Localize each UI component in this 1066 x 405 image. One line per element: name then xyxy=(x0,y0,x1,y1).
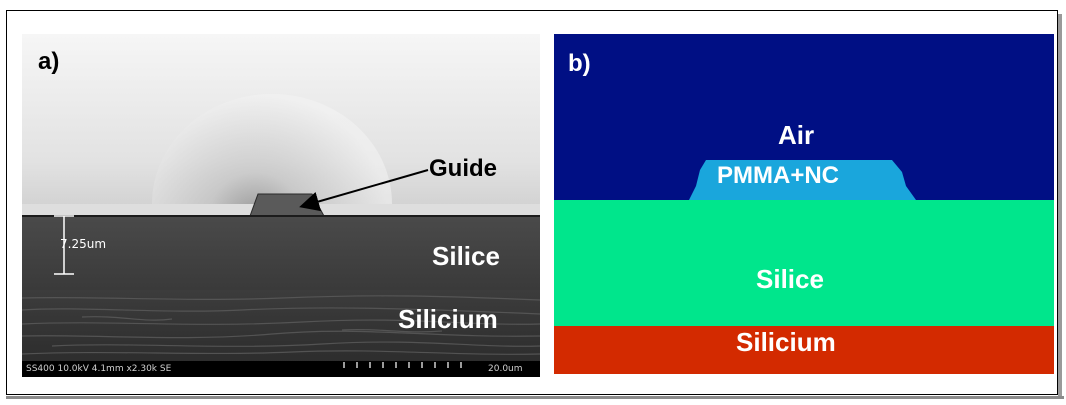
thickness-marker xyxy=(54,215,74,275)
sem-cleave-texture xyxy=(22,295,540,355)
thickness-label: 7.25um xyxy=(60,237,107,251)
air-label: Air xyxy=(778,120,815,150)
sem-waveguide xyxy=(249,193,325,217)
panel-b-silice-label: Silice xyxy=(756,264,824,294)
panel-a-silice-label: Silice xyxy=(432,241,500,271)
simulation-image xyxy=(554,34,1054,374)
panel-a-label: a) xyxy=(38,48,60,75)
sem-info-bar: SS400 10.0kV 4.1mm x2.30k SE 20.0um xyxy=(22,361,540,377)
simulation-panel: b) Air PMMA+NC Silice Silicium xyxy=(554,34,1054,374)
pmma-nc-core xyxy=(689,160,916,200)
silicium-region xyxy=(554,326,1054,374)
pmma-nc-label: PMMA+NC xyxy=(717,162,840,189)
guide-label: Guide xyxy=(429,155,498,182)
sem-image xyxy=(22,34,540,377)
silice-region xyxy=(554,200,1054,326)
panel-b-silicium-label: Silicium xyxy=(736,327,836,357)
panel-a-silicium-label: Silicium xyxy=(398,304,498,334)
frame-shadow-bottom xyxy=(6,396,1064,399)
frame-shadow-right xyxy=(1058,14,1062,398)
sem-image-panel: 7.25um a) Guide Silice Silicium SS400 10… xyxy=(22,34,540,377)
sem-scale-ticks xyxy=(343,362,462,368)
sem-silice-layer xyxy=(22,216,540,290)
sem-info-text: SS400 10.0kV 4.1mm x2.30k SE xyxy=(26,364,172,374)
panel-b-label: b) xyxy=(568,50,591,77)
sem-scale-text: 20.0um xyxy=(488,364,523,374)
